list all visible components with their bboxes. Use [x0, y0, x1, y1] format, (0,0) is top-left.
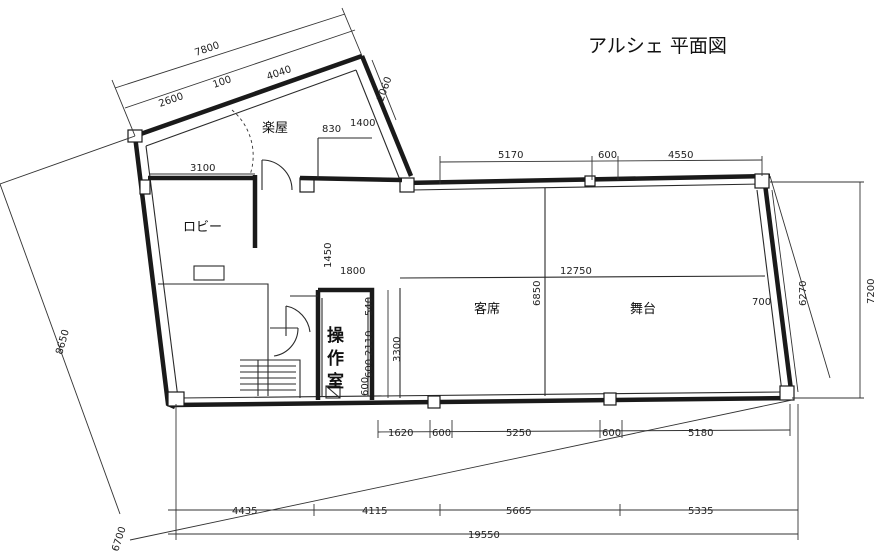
- dim-5665: 5665: [506, 506, 531, 517]
- interior-wall-line-hall-right: [756, 189, 783, 393]
- room-label-seats: 客席: [474, 301, 500, 317]
- room-label-lobby: ロビー: [183, 220, 222, 235]
- dressing-swing-arc: [231, 109, 254, 176]
- dim-6700: 6700: [110, 525, 128, 553]
- dim-3100: 3100: [190, 163, 215, 174]
- column: [603, 392, 617, 406]
- door-lower: [270, 327, 299, 357]
- dim-600-top: 600: [598, 150, 617, 161]
- dim-1450: 1450: [323, 243, 334, 268]
- dim-5180: 5180: [688, 428, 713, 439]
- dim-1620: 1620: [388, 428, 413, 439]
- dim-540: 540: [364, 297, 375, 316]
- interior-wall-line-hall-top: [411, 183, 763, 191]
- room-label-dressing: 楽屋: [262, 120, 288, 136]
- dim-line-bottom-inner: [377, 429, 791, 433]
- dim-19550: 19550: [468, 530, 500, 541]
- column: [427, 395, 441, 409]
- dim-6270: 6270: [798, 281, 809, 306]
- room-label-stage: 舞台: [630, 302, 656, 317]
- plan-title: アルシェ 平面図: [588, 35, 727, 57]
- dim-1400: 1400: [350, 118, 375, 129]
- dim-5250: 5250: [506, 428, 531, 439]
- dim-1800: 1800: [340, 266, 365, 277]
- dim-600-mid: 600: [364, 359, 375, 378]
- column: [167, 391, 185, 407]
- dim-100: 100: [211, 74, 233, 91]
- exterior-wall-bottom: [171, 395, 793, 408]
- dim-line-7800: [114, 13, 346, 89]
- dim-line-hall-top: [439, 159, 763, 163]
- dim-4435: 4435: [232, 506, 257, 517]
- dim-line-4040: [124, 29, 356, 109]
- exterior-wall-dressing-top: [134, 53, 363, 139]
- dim-4115: 4115: [362, 506, 387, 517]
- column: [584, 175, 596, 187]
- interior-wall-line-bottom: [179, 391, 783, 399]
- control-room-inner: [321, 298, 369, 396]
- partition-lobby-lower: [158, 283, 269, 320]
- column: [399, 177, 415, 193]
- interior-wall-line-right: [355, 69, 401, 181]
- room-label-control-3: 室: [327, 371, 344, 392]
- dim-830: 830: [322, 124, 341, 135]
- interior-wall-line-left: [145, 145, 179, 399]
- exterior-wall-hall-right: [762, 183, 795, 399]
- control-room-window: [325, 385, 341, 399]
- dim-4550: 4550: [668, 150, 693, 161]
- partition-dressing-sub: [317, 137, 372, 178]
- dim-5335: 5335: [688, 506, 713, 517]
- staircase: [240, 360, 296, 396]
- hall-centerline: [399, 275, 766, 279]
- dim-600-bottom-a: 600: [432, 428, 451, 439]
- dim-6850: 6850: [532, 281, 543, 306]
- column: [139, 179, 151, 195]
- partition-staircase: [240, 359, 301, 398]
- dim-8650: 8650: [54, 328, 72, 355]
- reception-counter: [193, 265, 225, 281]
- interior-wall-line-top: [145, 69, 357, 147]
- door-lobby: [261, 159, 293, 191]
- column: [754, 173, 770, 189]
- room-label-control-1: 操: [327, 325, 344, 346]
- dim-700: 700: [752, 297, 771, 308]
- dim-line-8650: [0, 183, 121, 515]
- dim-12750: 12750: [560, 266, 592, 277]
- dim-7800: 7800: [193, 40, 221, 59]
- column: [779, 385, 795, 401]
- room-label-control-2: 作: [327, 348, 344, 369]
- dim-5170: 5170: [498, 150, 523, 161]
- control-room-wall: [315, 287, 375, 400]
- dim-2110: 2110: [364, 331, 375, 356]
- dim-600-bottom-b: 600: [602, 428, 621, 439]
- partition-corridor: [299, 175, 403, 183]
- exterior-wall-dressing-right: [359, 55, 414, 177]
- dim-line-6700: [129, 399, 793, 541]
- door-corridor: [285, 295, 318, 336]
- dim-2600: 2600: [157, 91, 185, 110]
- dim-600-low: 600: [360, 377, 371, 396]
- dim-3300: 3300: [392, 337, 403, 362]
- dim-7200: 7200: [866, 279, 877, 304]
- dim-2060: 2060: [375, 75, 394, 103]
- dim-line-6270: [771, 189, 799, 393]
